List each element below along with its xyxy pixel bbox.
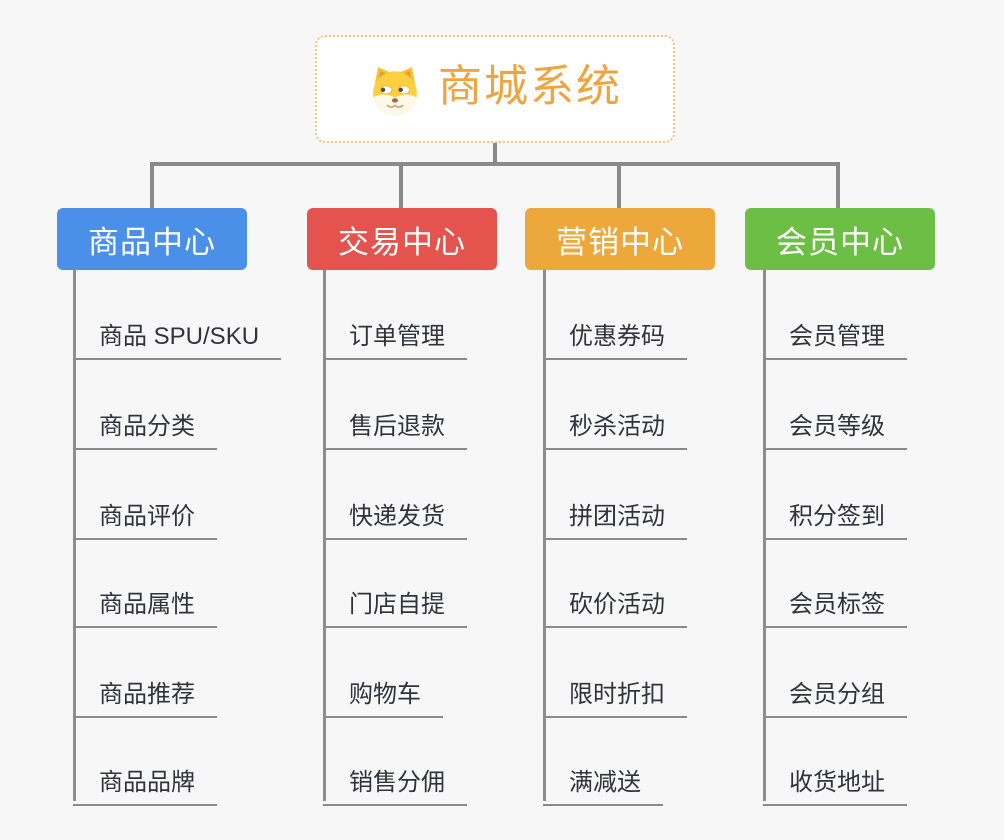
leaf-node[interactable]: 限时折扣: [543, 665, 687, 718]
leaf-node[interactable]: 门店自提: [323, 575, 467, 628]
leaf-node[interactable]: 会员管理: [763, 307, 907, 360]
connector-branch-drop: [150, 162, 154, 208]
root-title: 商城系统: [438, 62, 622, 111]
connector-leaf-spine: [763, 270, 766, 801]
connector-branch-drop: [617, 162, 621, 208]
leaf-node[interactable]: 快递发货: [323, 487, 467, 540]
leaf-node[interactable]: 购物车: [323, 665, 443, 718]
connector-branch-drop: [399, 162, 403, 208]
leaf-node[interactable]: 拼团活动: [543, 487, 687, 540]
branch-node[interactable]: 交易中心: [307, 208, 497, 270]
branch-node[interactable]: 会员中心: [745, 208, 935, 270]
branch-node[interactable]: 营销中心: [525, 208, 715, 270]
shiba-dog-icon: [368, 62, 422, 116]
leaf-node[interactable]: 销售分佣: [323, 753, 467, 806]
leaf-node[interactable]: 商品推荐: [73, 665, 217, 718]
leaf-node[interactable]: 会员分组: [763, 665, 907, 718]
leaf-node[interactable]: 商品品牌: [73, 753, 217, 806]
leaf-node[interactable]: 砍价活动: [543, 575, 687, 628]
connector-branch-drop: [836, 162, 840, 208]
leaf-node[interactable]: 秒杀活动: [543, 397, 687, 450]
leaf-node[interactable]: 商品属性: [73, 575, 217, 628]
leaf-node[interactable]: 会员标签: [763, 575, 907, 628]
connector-root-drop: [493, 141, 497, 164]
leaf-node[interactable]: 售后退款: [323, 397, 467, 450]
connector-leaf-spine: [73, 270, 76, 801]
branch-node[interactable]: 商品中心: [57, 208, 247, 270]
leaf-node[interactable]: 优惠券码: [543, 307, 687, 360]
leaf-node[interactable]: 积分签到: [763, 487, 907, 540]
root-node[interactable]: 商城系统: [315, 35, 675, 143]
connector-leaf-spine: [323, 270, 326, 801]
leaf-node[interactable]: 订单管理: [323, 307, 467, 360]
leaf-node[interactable]: 会员等级: [763, 397, 907, 450]
leaf-node[interactable]: 满减送: [543, 753, 663, 806]
leaf-node[interactable]: 商品 SPU/SKU: [73, 307, 282, 360]
connector-leaf-spine: [543, 270, 546, 801]
leaf-node[interactable]: 收货地址: [763, 753, 907, 806]
leaf-node[interactable]: 商品分类: [73, 397, 217, 450]
connector-horizontal: [150, 162, 840, 166]
leaf-node[interactable]: 商品评价: [73, 487, 217, 540]
